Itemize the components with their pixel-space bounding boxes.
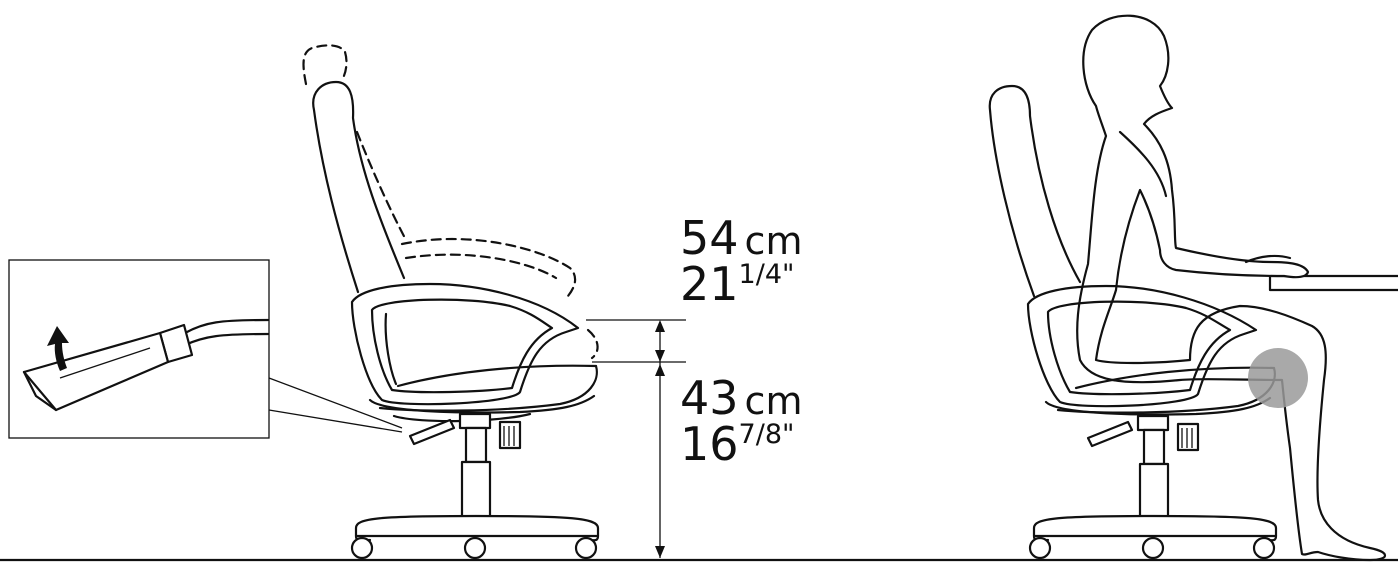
chair-base bbox=[1034, 516, 1276, 536]
knee-clearance-highlight bbox=[1248, 348, 1308, 408]
backrest bbox=[313, 82, 404, 292]
caster bbox=[1254, 538, 1274, 558]
height-knob bbox=[1178, 424, 1198, 450]
dimension-lines bbox=[586, 320, 686, 558]
backrest bbox=[990, 86, 1080, 296]
desk bbox=[1270, 276, 1398, 290]
caster bbox=[576, 538, 596, 558]
caster bbox=[352, 538, 372, 558]
lower-imperial: 167/8" bbox=[680, 417, 794, 471]
caster bbox=[465, 538, 485, 558]
height-knob bbox=[500, 422, 520, 448]
upper-imperial: 211/4" bbox=[680, 257, 794, 311]
caster bbox=[1143, 538, 1163, 558]
chair-base bbox=[356, 516, 598, 536]
lower-imperial-whole: 16 bbox=[680, 417, 739, 471]
upper-imperial-fraction: 1/4" bbox=[739, 259, 795, 290]
headrest-raised-outline bbox=[304, 45, 347, 84]
chair-adjustable bbox=[304, 45, 598, 558]
upper-metric-unit: cm bbox=[745, 219, 803, 263]
upper-imperial-whole: 21 bbox=[680, 257, 739, 311]
caster bbox=[1030, 538, 1050, 558]
lower-imperial-fraction: 7/8" bbox=[739, 419, 795, 450]
lever-inset bbox=[9, 260, 402, 438]
armrest bbox=[1028, 286, 1256, 406]
lower-metric-unit: cm bbox=[745, 379, 803, 423]
